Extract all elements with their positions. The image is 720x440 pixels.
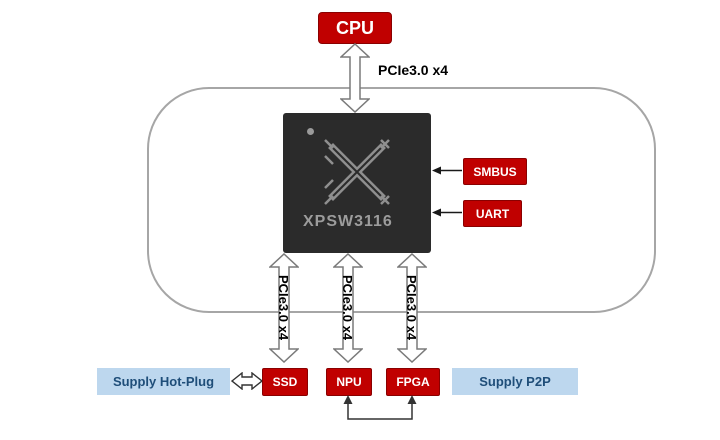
fpga-label: FPGA [396, 375, 430, 389]
downlink-npu-double-arrow-icon [333, 253, 363, 363]
ssd-label: SSD [272, 375, 298, 389]
uart-arrow-icon [432, 208, 462, 217]
npu-label: NPU [336, 375, 362, 389]
downlink-ssd-label: PCIe3.0 x4 [276, 275, 291, 341]
chip: XPSW3116 [283, 113, 431, 253]
ssd-box: SSD [262, 368, 308, 396]
downlink-ssd-double-arrow-icon [269, 253, 299, 363]
uart-label: UART [475, 206, 510, 221]
supply-p2p-label: Supply P2P [479, 374, 551, 389]
uart-box: UART [463, 200, 522, 227]
smbus-arrow-icon [432, 166, 462, 175]
downlink-fpga-double-arrow-icon [397, 253, 427, 363]
supply-hot-plug-box: Supply Hot-Plug [97, 368, 230, 395]
supply-p2p-box: Supply P2P [452, 368, 578, 395]
uplink-label: PCIe3.0 x4 [378, 62, 449, 78]
fpga-box: FPGA [386, 368, 440, 396]
cpu-box: CPU [318, 12, 392, 44]
supply-hot-plug-label: Supply Hot-Plug [112, 374, 215, 389]
downlink-npu-label: PCIe3.0 x4 [340, 275, 355, 341]
uplink-double-arrow-icon [340, 43, 370, 113]
x-circuit-logo-icon [324, 139, 390, 205]
npu-fpga-connector-icon [343, 395, 417, 420]
chip-pin1-dot [307, 128, 314, 135]
smbus-label: SMBUS [473, 164, 517, 179]
npu-box: NPU [326, 368, 372, 396]
chip-label: XPSW3116 [303, 213, 393, 230]
downlink-fpga-label: PCIe3.0 x4 [404, 275, 419, 341]
smbus-box: SMBUS [463, 158, 527, 185]
hot-plug-double-arrow-icon [231, 372, 263, 390]
cpu-label: CPU [335, 17, 374, 38]
